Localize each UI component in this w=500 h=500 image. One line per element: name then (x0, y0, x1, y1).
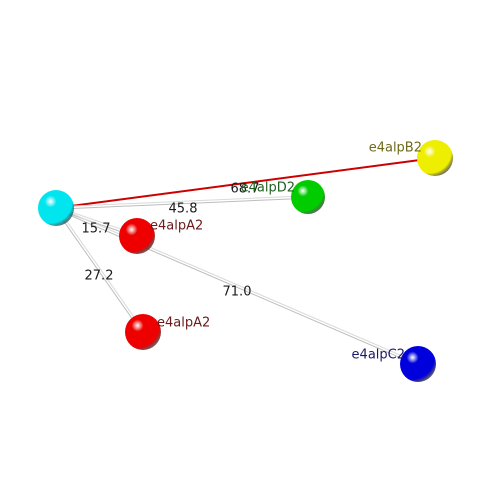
atom-sphere[interactable] (417, 140, 453, 176)
atom-sphere[interactable] (291, 180, 325, 214)
atom-label: e4alpB2 (369, 141, 422, 156)
distance-label: 15.7 (82, 222, 111, 237)
atom-label: e4alpD2 (241, 181, 295, 196)
distance-label: 68.7 (231, 182, 260, 197)
atom-label: e4alpA2 (157, 316, 210, 331)
distance-labels-layer: 68.7 45.8 15.7 27.2 71.0 (82, 182, 260, 300)
distance-line-highlighted (55, 157, 436, 209)
atoms-layer (38, 140, 453, 382)
atom-sphere[interactable] (400, 346, 436, 382)
atom-sphere[interactable] (119, 218, 155, 254)
atom-labels-layer: e4alpC2e4alpA2e4alpA2e4alpD2e4alpB2e4alp… (150, 141, 422, 363)
distance-label: 45.8 (169, 202, 198, 217)
atom-label: e4alpC2 (352, 348, 405, 363)
atom-sphere[interactable] (38, 190, 74, 226)
distance-label: 27.2 (85, 269, 114, 284)
distance-label: 71.0 (223, 285, 252, 300)
bonds-layer (54, 157, 436, 366)
distance-line (55, 195, 309, 210)
atom-sphere[interactable] (125, 314, 161, 350)
atom-label: e4alpA2 (150, 219, 203, 234)
distance-line (55, 206, 419, 366)
distance-line (54, 207, 145, 333)
